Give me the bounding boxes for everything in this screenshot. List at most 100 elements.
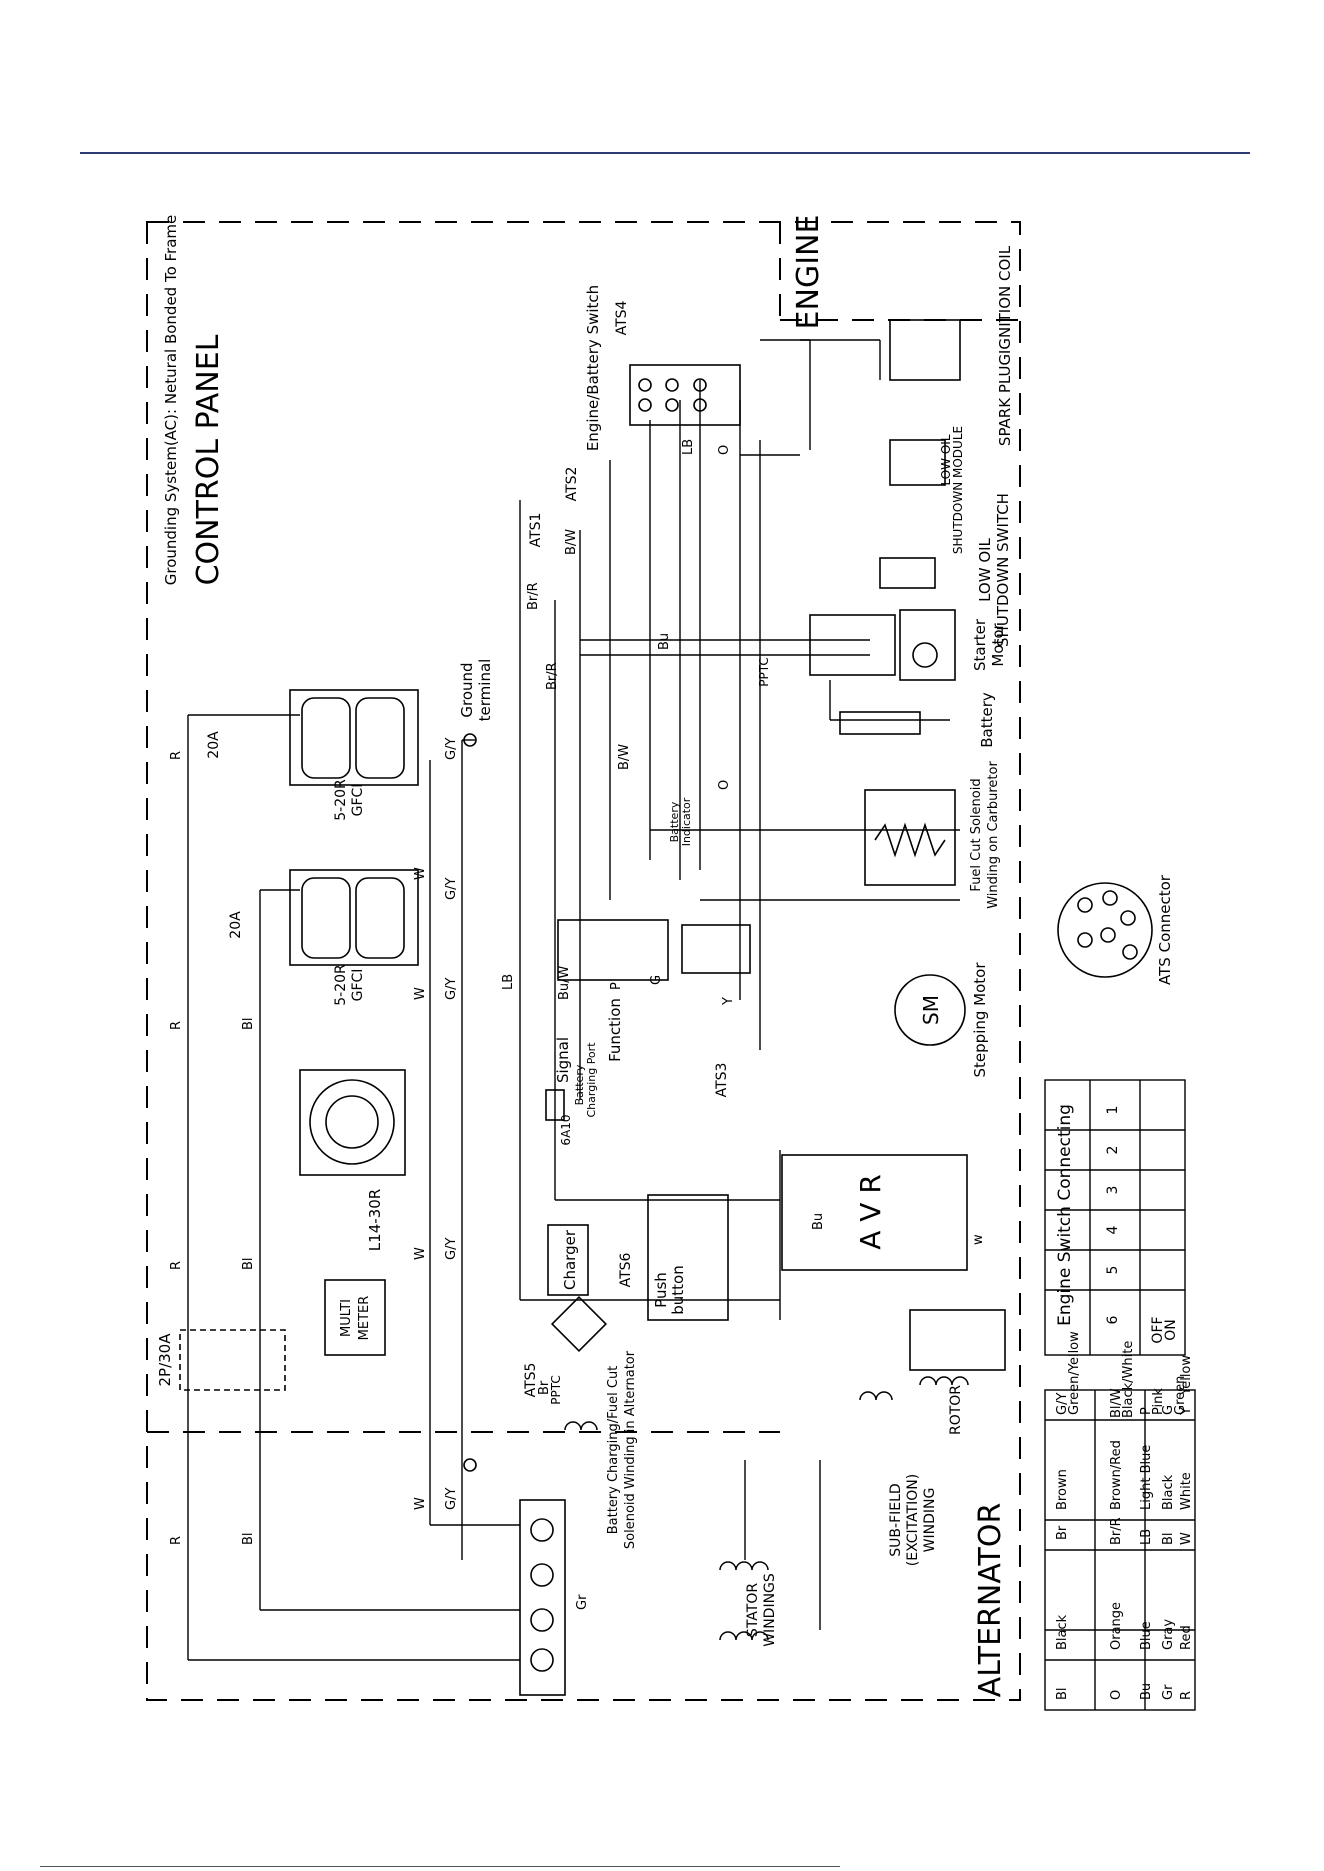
svg-text:Charger: Charger bbox=[561, 1229, 579, 1290]
receptacle-2 bbox=[289, 869, 419, 966]
push-button-box bbox=[647, 1194, 729, 1321]
svg-text:R: R bbox=[169, 1536, 184, 1545]
svg-text:SUB-FIELD: SUB-FIELD bbox=[888, 1483, 904, 1556]
ignition-coil-box bbox=[889, 319, 961, 381]
svg-text:Battery: Battery bbox=[978, 692, 996, 748]
svg-text:Yellow: Yellow bbox=[1179, 1355, 1194, 1396]
svg-text:PPTC: PPTC bbox=[549, 1375, 563, 1404]
svg-text:Br/R: Br/R bbox=[1109, 1517, 1124, 1545]
svg-text:Black: Black bbox=[1161, 1474, 1176, 1510]
engine-parts bbox=[463, 319, 1153, 1472]
svg-text:ATS Connector: ATS Connector bbox=[1156, 874, 1174, 985]
color-legend-text: Bl Black Br Brown G/Y Green/Yellow O Ora… bbox=[1055, 1331, 1194, 1700]
low-oil-module-box bbox=[889, 439, 946, 486]
starter-motor-box bbox=[899, 609, 956, 681]
svg-text:PPTC: PPTC bbox=[757, 657, 771, 686]
svg-text:3: 3 bbox=[1105, 1186, 1121, 1195]
svg-text:Brown: Brown bbox=[1055, 1469, 1070, 1510]
wires bbox=[187, 339, 960, 1661]
svg-text:Green/Yellow: Green/Yellow bbox=[1067, 1331, 1082, 1415]
svg-text:GFCI: GFCI bbox=[350, 969, 366, 1002]
svg-text:White: White bbox=[1179, 1472, 1194, 1510]
rotor-box bbox=[909, 1309, 1006, 1371]
svg-text:B/W: B/W bbox=[564, 529, 579, 555]
svg-text:Bl: Bl bbox=[241, 1017, 256, 1030]
svg-text:Bl: Bl bbox=[1161, 1532, 1176, 1545]
component-labels: Engine/Battery Switch SPARK PLUG IGNITIO… bbox=[156, 245, 1174, 1646]
svg-text:Indicator: Indicator bbox=[680, 797, 693, 846]
svg-text:METER: METER bbox=[357, 1296, 372, 1341]
svg-text:Blue: Blue bbox=[1139, 1621, 1154, 1650]
svg-text:Signal: Signal bbox=[554, 1037, 572, 1083]
svg-text:R: R bbox=[169, 751, 184, 760]
ats-labels: ATS1 ATS2 ATS3 ATS4 ATS5 ATS6 bbox=[523, 300, 730, 1397]
svg-text:Orange: Orange bbox=[1109, 1602, 1124, 1650]
svg-text:Battery: Battery bbox=[573, 1064, 586, 1105]
outer-frame bbox=[146, 221, 1021, 1701]
battery-box bbox=[839, 711, 921, 735]
svg-text:W: W bbox=[413, 867, 428, 880]
svg-text:20A: 20A bbox=[228, 911, 244, 939]
svg-text:Push: Push bbox=[652, 1272, 670, 1308]
svg-text:terminal: terminal bbox=[476, 659, 494, 722]
svg-text:WINDINGS: WINDINGS bbox=[762, 1573, 778, 1647]
control-parts bbox=[519, 919, 1006, 1696]
svg-text:Bu: Bu bbox=[811, 1213, 826, 1230]
grounding-note: Grounding System(AC): Netural Bonded To … bbox=[162, 215, 180, 586]
avr-box bbox=[781, 1154, 968, 1271]
switch-table-text: Engine Switch Connecting 1 2 3 4 5 6 OFF… bbox=[1055, 1104, 1179, 1343]
section-titles: CONTROL PANEL Grounding System(AC): Netu… bbox=[162, 215, 1008, 1698]
svg-text:MULTI: MULTI bbox=[339, 1299, 354, 1337]
low-oil-switch-box bbox=[879, 557, 936, 589]
svg-text:W: W bbox=[413, 987, 428, 1000]
svg-text:O: O bbox=[717, 445, 732, 455]
svg-text:R: R bbox=[169, 1261, 184, 1270]
svg-text:WINDING: WINDING bbox=[922, 1488, 938, 1553]
svg-text:Br: Br bbox=[537, 1380, 552, 1395]
starter-relay bbox=[809, 614, 896, 676]
svg-text:ATS6: ATS6 bbox=[618, 1252, 634, 1287]
svg-text:Brown/Red: Brown/Red bbox=[1109, 1440, 1124, 1510]
svg-text:Bu: Bu bbox=[1139, 1683, 1154, 1700]
control-panel-title: CONTROL PANEL bbox=[191, 334, 226, 585]
svg-text:ROTOR: ROTOR bbox=[948, 1385, 964, 1435]
svg-text:W: W bbox=[413, 1497, 428, 1510]
svg-text:Charging Port: Charging Port bbox=[585, 1042, 598, 1118]
svg-text:R: R bbox=[1179, 1691, 1194, 1700]
multimeter-box bbox=[324, 1279, 386, 1356]
svg-text:LOW OIL: LOW OIL bbox=[939, 434, 953, 485]
svg-text:20A: 20A bbox=[206, 731, 222, 759]
engine-switch-box bbox=[629, 364, 741, 426]
svg-text:Bu: Bu bbox=[657, 633, 672, 650]
svg-text:Battery: Battery bbox=[668, 801, 681, 842]
diode-bridge bbox=[550, 1295, 608, 1353]
receptacles bbox=[179, 689, 419, 1391]
svg-text:Black: Black bbox=[1055, 1614, 1070, 1650]
svg-text:SPARK PLUG: SPARK PLUG bbox=[996, 354, 1014, 446]
svg-text:Bl/W: Bl/W bbox=[1109, 1388, 1124, 1418]
svg-text:G/Y: G/Y bbox=[444, 878, 459, 900]
svg-text:Stepping Motor: Stepping Motor bbox=[971, 962, 989, 1078]
breaker-main bbox=[179, 1329, 286, 1391]
footer-rule bbox=[40, 1866, 840, 1867]
svg-text:O: O bbox=[717, 780, 732, 790]
svg-text:G: G bbox=[649, 975, 664, 985]
svg-text:W: W bbox=[1179, 1532, 1194, 1545]
fuel-cut-box bbox=[864, 789, 956, 886]
svg-text:O: O bbox=[1109, 1690, 1124, 1700]
svg-text:Motor: Motor bbox=[989, 623, 1007, 667]
svg-text:LOW OIL: LOW OIL bbox=[976, 537, 994, 601]
function-connector bbox=[557, 919, 669, 981]
svg-text:P: P bbox=[609, 982, 624, 990]
svg-text:ATS4: ATS4 bbox=[614, 300, 630, 335]
svg-text:Bl: Bl bbox=[241, 1257, 256, 1270]
l14-receptacle bbox=[299, 1069, 406, 1176]
svg-text:LB: LB bbox=[1139, 1529, 1154, 1545]
wire-labels: R R R R Bl Bl Bl W W W W G/Y G/Y G/Y G/Y… bbox=[169, 439, 986, 1610]
svg-text:Gr: Gr bbox=[575, 1594, 590, 1610]
engine-title: ENGINE bbox=[791, 215, 826, 330]
svg-text:Pink: Pink bbox=[1151, 1388, 1166, 1415]
svg-text:ATS3: ATS3 bbox=[714, 1063, 730, 1098]
svg-text:Function: Function bbox=[606, 998, 624, 1062]
svg-text:Bu/W: Bu/W bbox=[557, 965, 572, 1000]
